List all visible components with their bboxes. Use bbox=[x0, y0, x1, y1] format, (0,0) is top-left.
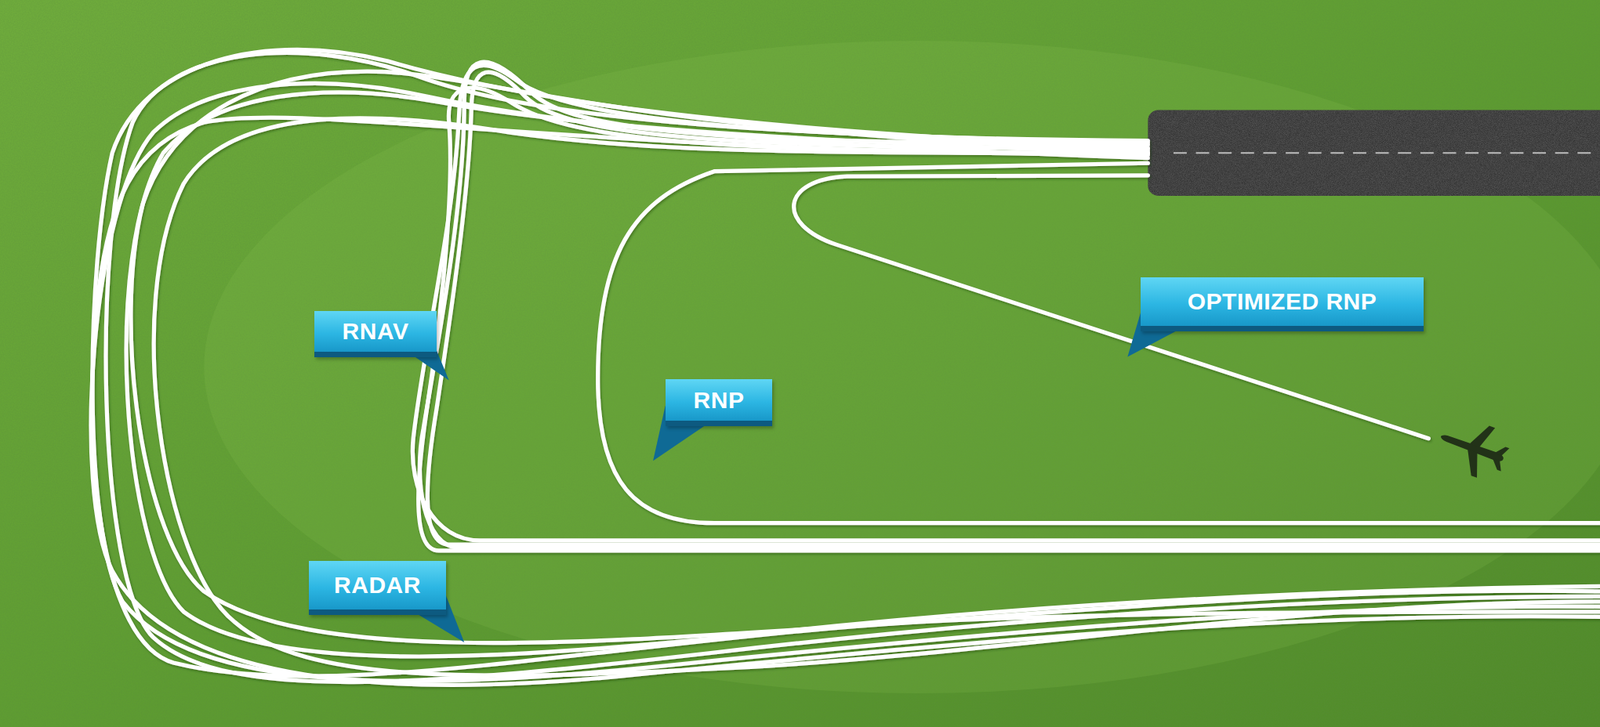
callout-label: RNAV bbox=[314, 311, 437, 358]
airplane-silhouette bbox=[1432, 411, 1515, 485]
flight-paths bbox=[90, 49, 1600, 686]
callout-label: RNP bbox=[665, 379, 773, 427]
callout-label: RADAR bbox=[308, 561, 447, 616]
callout-label: OPTIMIZED RNP bbox=[1140, 277, 1424, 332]
callout-tails bbox=[406, 312, 1176, 643]
runway bbox=[1147, 110, 1600, 196]
